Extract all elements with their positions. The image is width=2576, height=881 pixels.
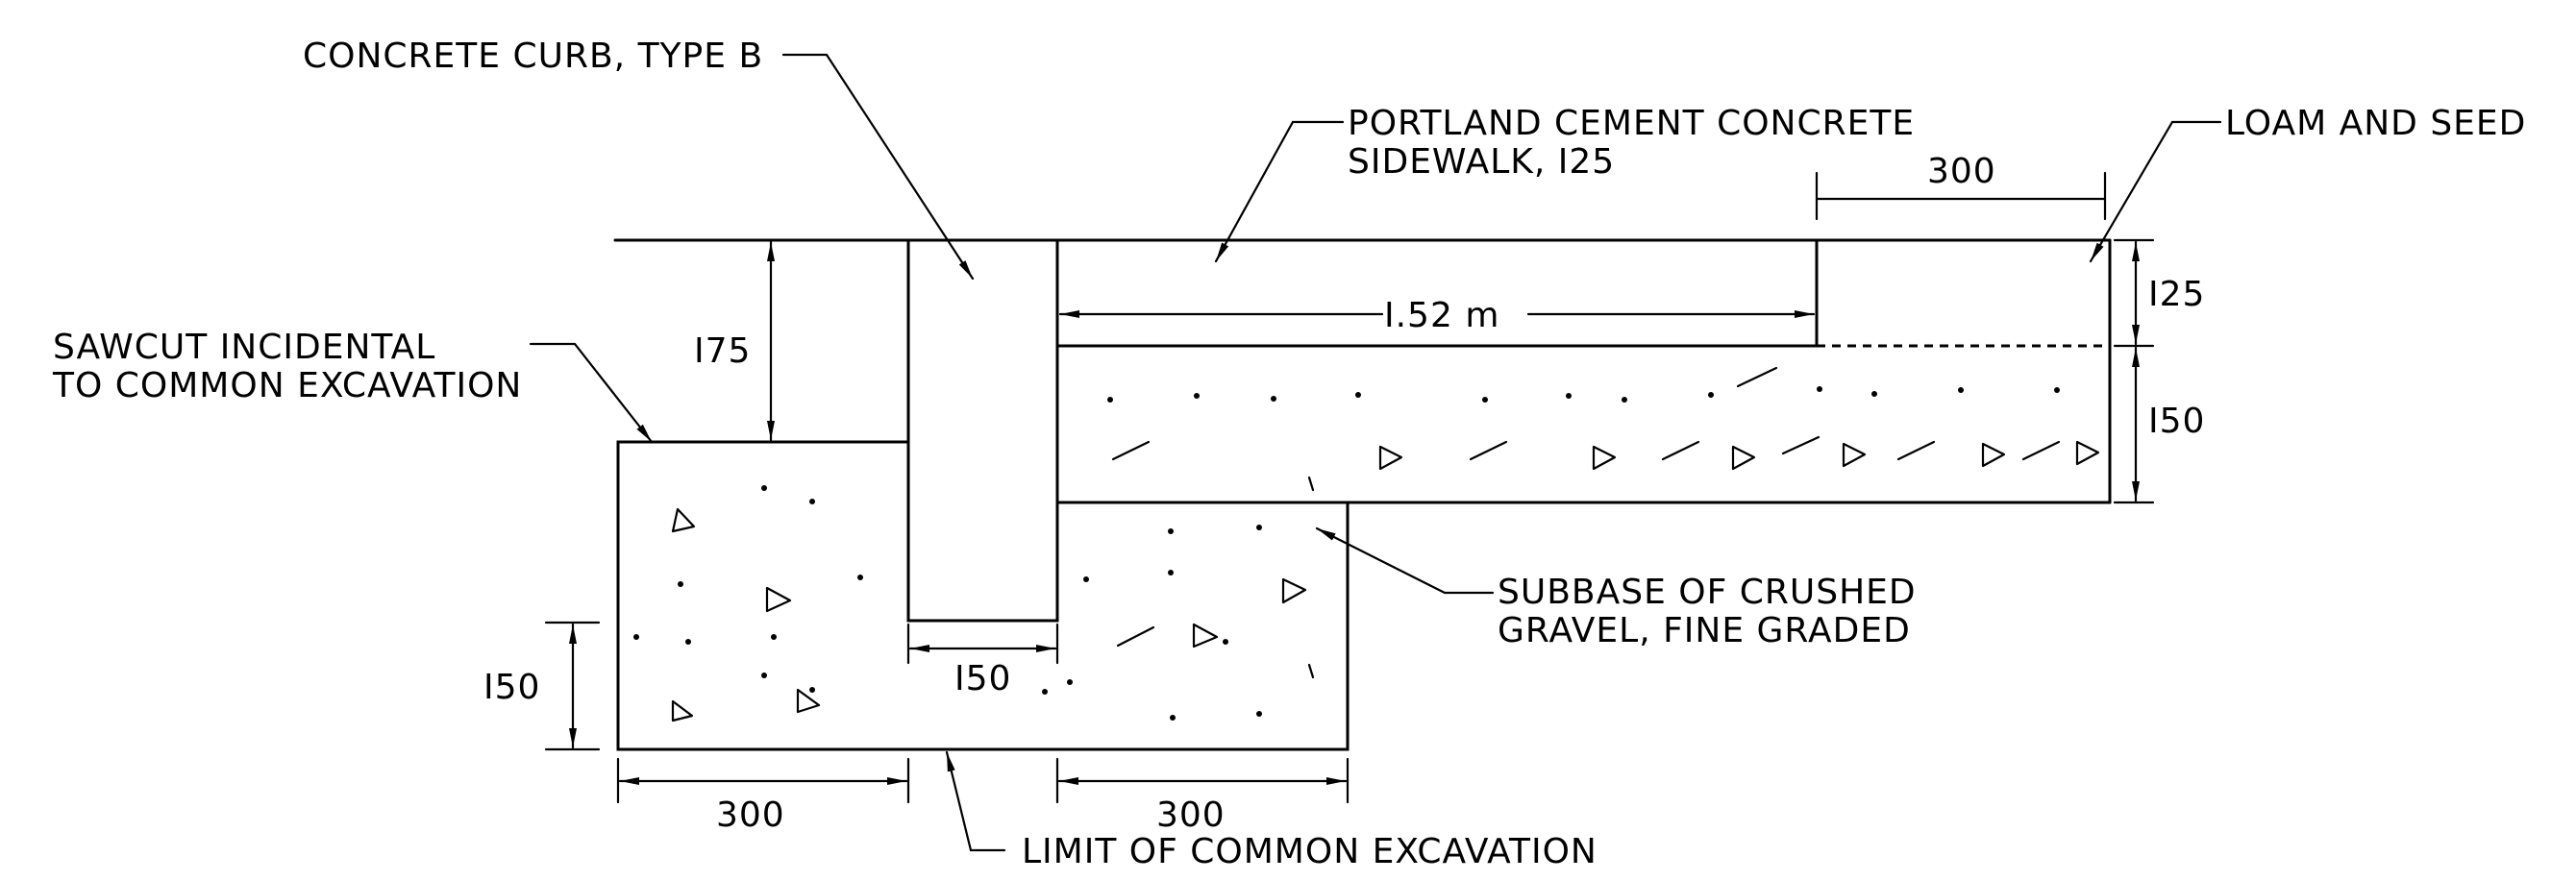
curb-label: CONCRETE CURB, TYPE B [303, 37, 763, 76]
excavation-limit-label: LIMIT OF COMMON EXCAVATION [1022, 832, 1598, 871]
curb-reveal-dim: I75 [694, 331, 751, 371]
aggregate-hatch [633, 366, 2100, 722]
subbase-thickness-dim: I50 [2148, 402, 2205, 441]
section-outline [613, 238, 2112, 751]
base-depth-dim: I50 [483, 668, 540, 707]
loam-label: LOAM AND SEED [2225, 104, 2526, 143]
subbase-label-line1: SUBBASE OF CRUSHED [1498, 573, 1917, 612]
curb-width-dim: I50 [954, 659, 1011, 698]
sidewalk-width-dim: I.52 m [1384, 296, 1499, 335]
sidewalk-label-line1: PORTLAND CEMENT CONCRETE [1348, 104, 1915, 143]
right-base-width-dim: 300 [1156, 795, 1226, 835]
leader-lines [529, 53, 2222, 852]
dimension-lines [544, 171, 2155, 804]
dimension-labels: I75 I.52 m 300 I25 I50 I50 I50 300 300 [483, 152, 2205, 835]
annotation-labels: CONCRETE CURB, TYPE B PORTLAND CEMENT CO… [52, 37, 2526, 871]
sawcut-label-line2: TO COMMON EXCAVATION [52, 366, 522, 405]
sidewalk-thickness-dim: I25 [2148, 275, 2205, 314]
sawcut-label-line1: SAWCUT INCIDENTAL [53, 328, 435, 367]
loam-width-dim: 300 [1927, 152, 1996, 191]
subbase-label-line2: GRAVEL, FINE GRADED [1498, 611, 1911, 650]
left-base-width-dim: 300 [716, 795, 785, 835]
sidewalk-label-line2: SIDEWALK, I25 [1348, 142, 1615, 182]
